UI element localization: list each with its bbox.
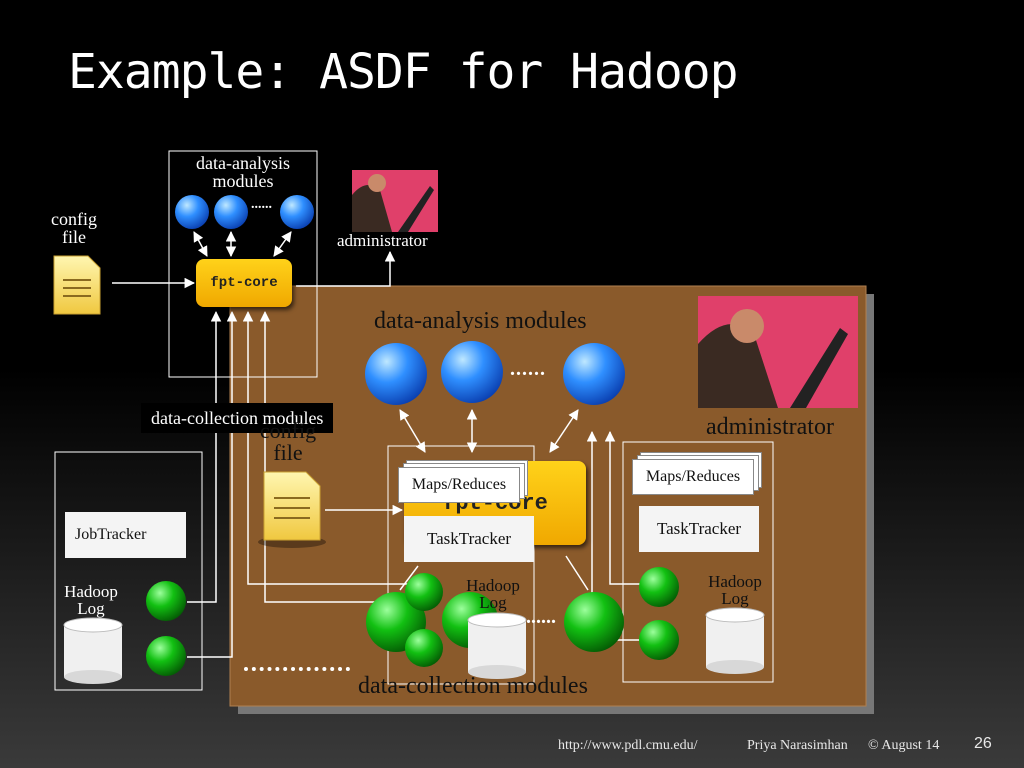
small-administrator-photo (352, 170, 438, 232)
small-collection-label: data-collection modules (141, 403, 334, 433)
large-config-file-icon (258, 471, 326, 548)
arrow-small-mod3-core (273, 231, 292, 257)
small-config-label-line1: config (51, 209, 97, 229)
large-left-node-box (387, 445, 535, 685)
mid-hadoop-log-line2: Log (479, 593, 507, 612)
small-config-label-line2: file (62, 227, 86, 247)
arrow-log-core (187, 310, 238, 658)
large-right-node-box (622, 441, 774, 683)
small-hadoop-log-cylinder (63, 617, 123, 684)
large-collection-module-7 (639, 620, 679, 660)
right-hadoop-log-label: Hadoop Log (700, 573, 770, 607)
arrow-small-mod1-core (193, 231, 208, 257)
large-collection-module-2 (405, 573, 443, 611)
small-analysis-module-2 (214, 195, 248, 229)
large-collection-module-6 (639, 567, 679, 607)
large-collection-module-5 (564, 592, 624, 652)
arrow-mid-node-core-1 (242, 310, 412, 585)
small-hadoop-log-line1: Hadoop (64, 582, 118, 601)
arrow-core-admin (296, 250, 396, 287)
large-analysis-label: data-analysis modules (374, 308, 587, 334)
small-hadoop-log-line2: Log (77, 599, 105, 618)
footer-date: © August 14 (868, 738, 940, 753)
right-hadoop-log-line1: Hadoop (708, 572, 762, 591)
tasktracker-left: TaskTracker (404, 516, 534, 562)
arrow-core-right-green (565, 555, 589, 591)
footer-url: http://www.pdl.cmu.edu/ (558, 738, 698, 753)
large-bottom-dots (244, 667, 350, 674)
arrow-large-mod3-core (549, 409, 579, 453)
arrow-tasktracker-mid-node (399, 565, 419, 591)
mid-hadoop-log-line1: Hadoop (466, 576, 520, 595)
small-collection-module-2 (146, 636, 186, 676)
large-analysis-module-2 (441, 341, 503, 403)
large-analysis-dots: ...... (510, 358, 546, 380)
arrow-right-node-core-1 (604, 430, 640, 585)
tasktracker-right: TaskTracker (639, 506, 759, 552)
slide-title: Example: ASDF for Hadoop (68, 44, 739, 100)
small-config-label: config file (42, 210, 106, 246)
small-collection-box (54, 451, 203, 691)
right-hadoop-log-cylinder (705, 607, 765, 674)
large-collection-dots: ...... (526, 606, 556, 628)
footer-author: Priya Narasimhan (747, 738, 848, 753)
small-config-file-icon (53, 255, 101, 315)
large-collection-label: data-collection modules (358, 673, 588, 699)
slide-page-number: 26 (974, 735, 992, 752)
small-analysis-label-line1: data-analysis (196, 153, 290, 173)
small-hadoop-log-label: Hadoop Log (58, 583, 124, 617)
small-analysis-module-1 (175, 195, 209, 229)
large-collection-module-3 (405, 629, 443, 667)
small-analysis-label-line2: modules (212, 171, 274, 191)
large-administrator-label: administrator (706, 414, 834, 440)
small-analysis-dots: ...... (251, 197, 272, 212)
arrow-large-mod1-core (399, 409, 426, 453)
large-administrator-photo (698, 296, 858, 408)
small-collection-module-1 (146, 581, 186, 621)
small-analysis-box (168, 150, 318, 378)
small-fpt-core: fpt-core (196, 259, 292, 307)
maps-reduces-right: Maps/Reduces (632, 459, 754, 495)
small-jobtracker-box: JobTracker (65, 512, 186, 558)
maps-reduces-left: Maps/Reduces (398, 467, 520, 503)
large-analysis-module-1 (365, 343, 427, 405)
mid-hadoop-log-label: Hadoop Log (460, 577, 526, 611)
right-hadoop-log-line2: Log (721, 589, 749, 608)
large-analysis-module-3 (563, 343, 625, 405)
large-config-label-line1: config (259, 418, 317, 443)
small-analysis-module-3 (280, 195, 314, 229)
large-config-label: config file (252, 420, 324, 464)
small-administrator-label: administrator (337, 231, 428, 250)
small-analysis-label: data-analysis modules (171, 154, 315, 190)
mid-hadoop-log-cylinder (467, 612, 527, 679)
large-config-label-line2: file (273, 440, 303, 465)
